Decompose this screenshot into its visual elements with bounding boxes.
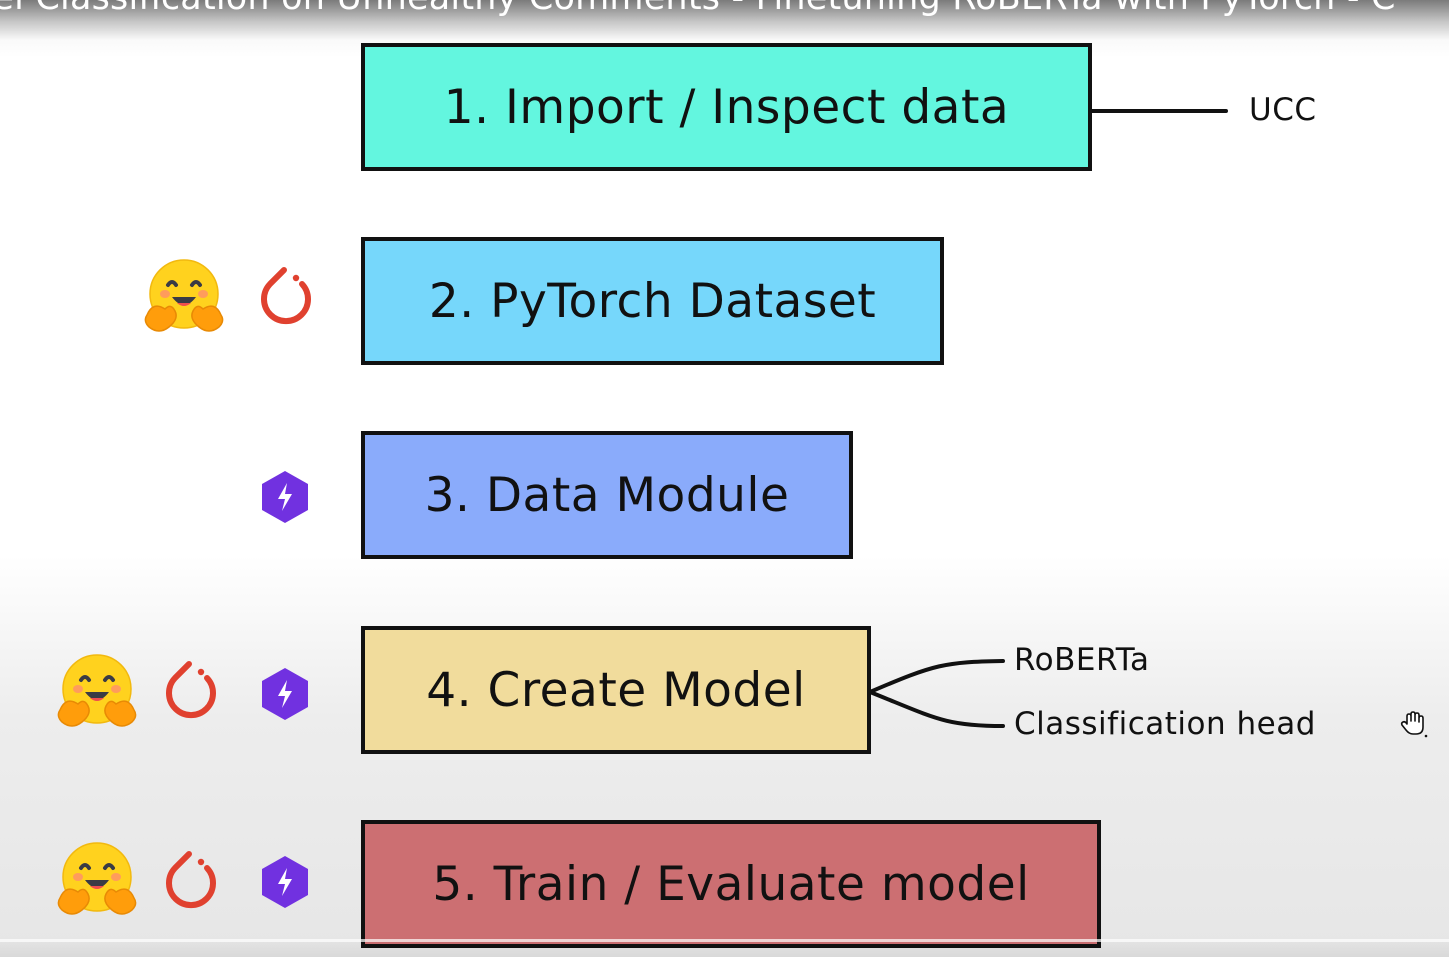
step-import-inspect-data: 1. Import / Inspect data [361, 43, 1092, 171]
video-title: bel Classification on Unhealthy Comments… [0, 0, 1396, 18]
hugging-face-emoji-icon [54, 840, 140, 920]
pytorch-lightning-hexagon-icon [260, 666, 310, 722]
step-label: 4. Create Model [426, 662, 806, 718]
hugging-face-emoji-icon [141, 257, 227, 337]
step-label: 2. PyTorch Dataset [428, 273, 877, 329]
step-create-model: 4. Create Model [361, 626, 871, 754]
hand-grab-cursor-icon [1398, 708, 1430, 740]
step4-connector-top [868, 659, 1005, 694]
pytorch-lightning-hexagon-icon [260, 469, 310, 525]
step4-connector-bottom [868, 690, 1005, 728]
step-label: 3. Data Module [424, 467, 790, 523]
classification-head-label: Classification head [1014, 706, 1316, 742]
pytorch-flame-icon [163, 850, 219, 914]
pytorch-flame-icon [258, 266, 314, 330]
pytorch-lightning-hexagon-icon [260, 854, 310, 910]
step-pytorch-dataset: 2. PyTorch Dataset [361, 237, 944, 365]
step-data-module: 3. Data Module [361, 431, 853, 559]
roberta-label: RoBERTa [1014, 642, 1150, 678]
step-train-evaluate-model: 5. Train / Evaluate model [361, 820, 1101, 948]
video-progress-line[interactable] [0, 939, 1449, 942]
video-progress-track[interactable] [0, 937, 1449, 957]
pytorch-flame-icon [163, 660, 219, 724]
ucc-label: UCC [1249, 92, 1317, 128]
hugging-face-emoji-icon [54, 652, 140, 732]
step-label: 1. Import / Inspect data [443, 79, 1010, 135]
video-title-bar: bel Classification on Unhealthy Comments… [0, 0, 1449, 40]
step-label: 5. Train / Evaluate model [432, 856, 1030, 912]
